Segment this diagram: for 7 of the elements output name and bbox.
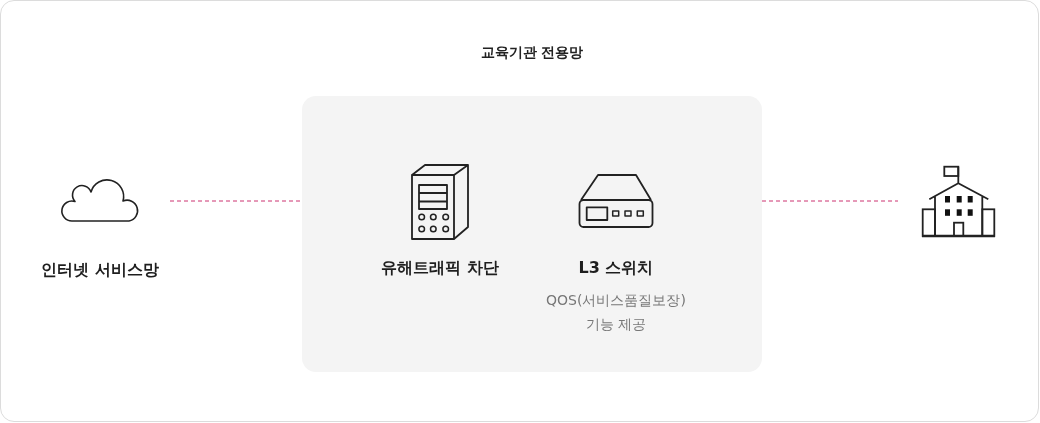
- dashed-connector: [169, 200, 303, 202]
- node-label: 인터넷 서비스망: [41, 260, 159, 280]
- description-text: QOS(서비스품질보장) 기능 제공: [545, 291, 687, 334]
- dashed-connector: [761, 200, 899, 202]
- node-label: L3 스위치: [578, 258, 654, 278]
- node-label: 유해트래픽 차단: [381, 258, 499, 278]
- panel-heading: 교육기관 전용망: [480, 43, 584, 62]
